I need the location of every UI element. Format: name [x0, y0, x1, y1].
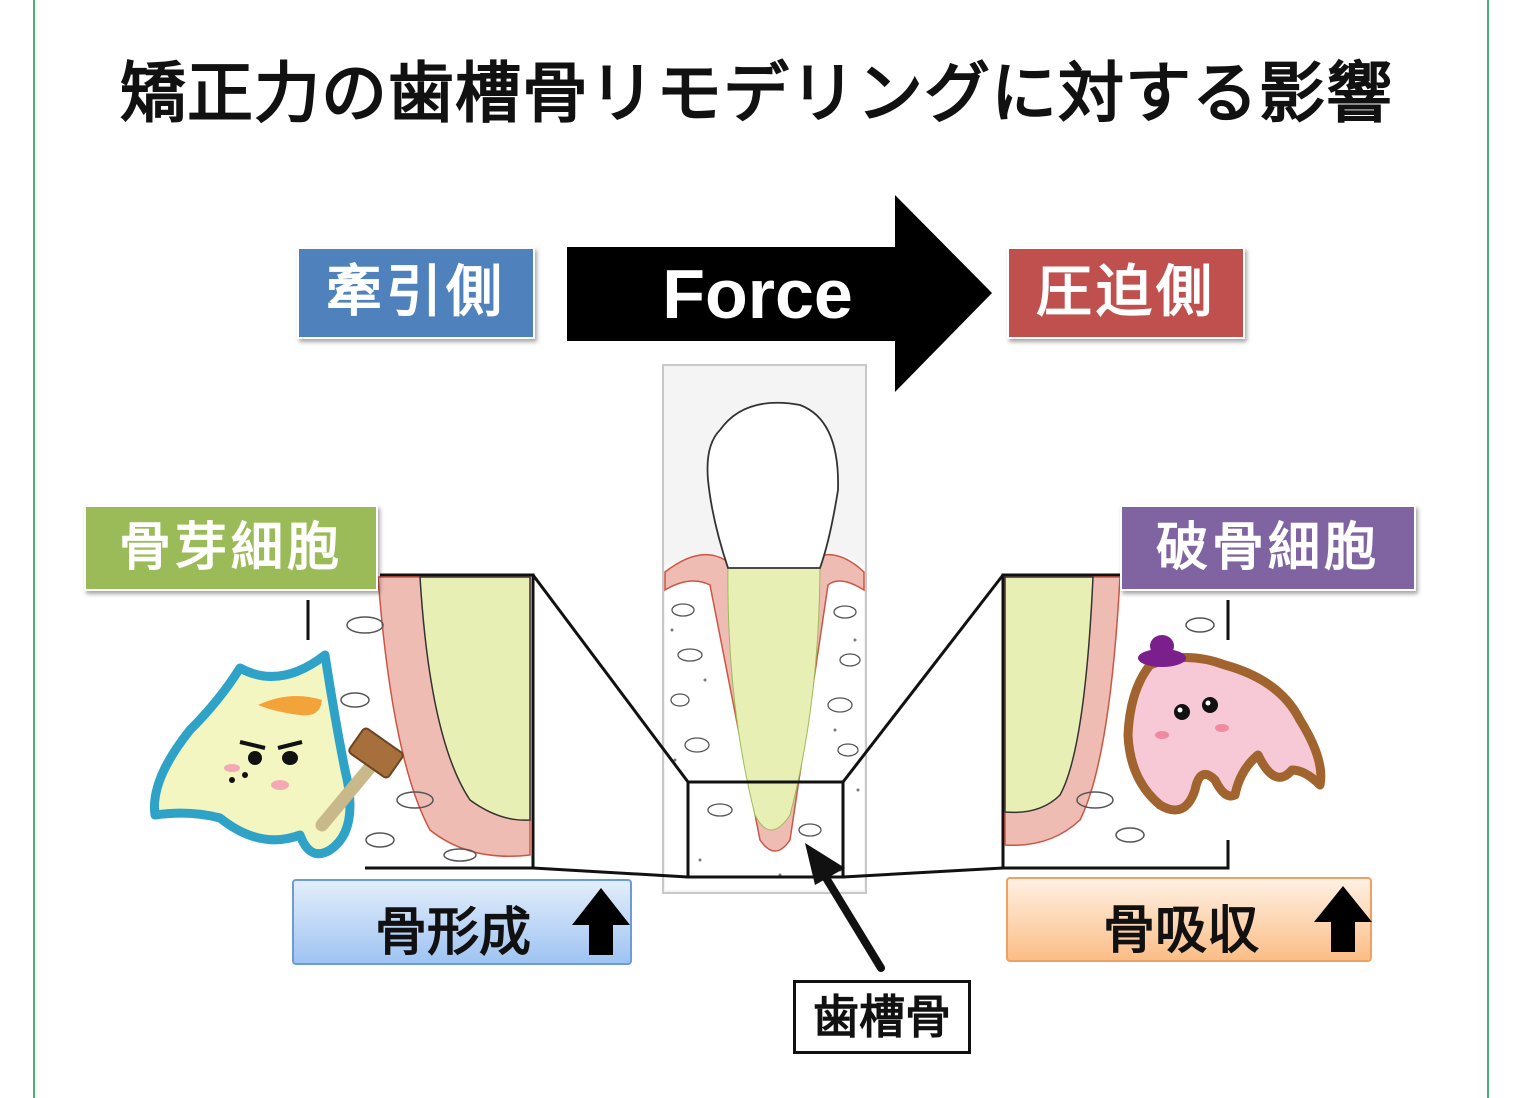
force-arrow-icon — [567, 195, 992, 392]
pressure-side-label: 圧迫側 — [1007, 247, 1245, 339]
osteoblast-label: 骨芽細胞 — [84, 505, 378, 591]
bone-resorption-bar — [1006, 877, 1372, 962]
force-label: Force — [662, 255, 853, 333]
bone-formation-label: 骨形成 — [293, 880, 631, 964]
up-arrow-icon — [572, 888, 630, 955]
bone-resorption-text: 骨吸収 — [1103, 901, 1260, 961]
bone-formation-bar — [292, 879, 632, 965]
right-zoom-panel — [841, 573, 1230, 879]
osteoclast-character-icon — [1123, 635, 1326, 815]
alveolar-bone-label: 歯槽骨 — [793, 980, 971, 1054]
tooth-cross-section — [662, 364, 867, 894]
up-arrow-icon — [1314, 886, 1372, 952]
slide-title: 矯正力の歯槽骨リモデリングに対する影響 — [120, 55, 1393, 132]
slide-frame — [33, 0, 1489, 1098]
left-zoom-panel — [306, 573, 690, 879]
tension-side-label: 牽引側 — [297, 247, 535, 339]
bone-resorption-label: 骨吸収 — [1007, 878, 1371, 961]
osteoclast-label: 破骨細胞 — [1120, 505, 1416, 591]
osteoblast-character-icon — [149, 650, 404, 859]
bone-formation-text: 骨形成 — [375, 903, 532, 963]
alveolar-bone-pointer-arrow-icon — [805, 843, 885, 972]
